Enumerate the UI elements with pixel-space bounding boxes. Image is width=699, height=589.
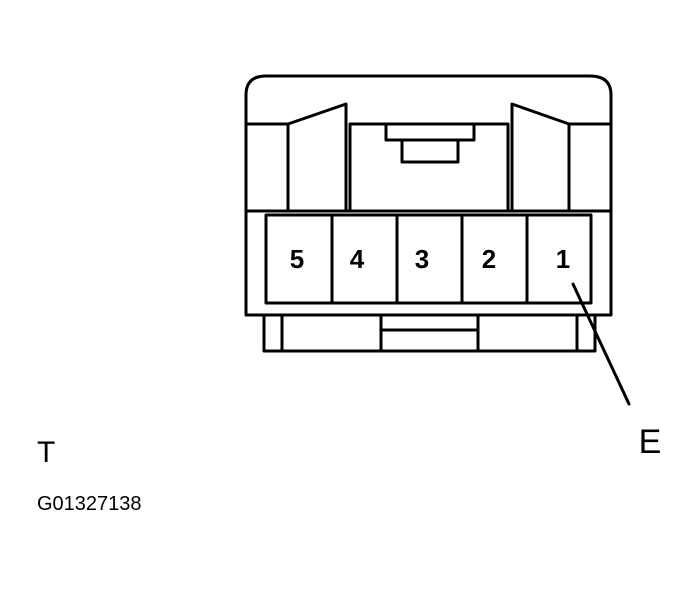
connector-housing	[244, 74, 613, 317]
pin-label-1: 1	[556, 244, 570, 274]
pin-label-5: 5	[290, 244, 304, 274]
pin-label-3: 3	[415, 244, 429, 274]
callout-leader	[571, 282, 631, 406]
bottom-rail	[262, 313, 597, 353]
pin-labels: 5 4 3 2 1	[290, 244, 570, 274]
pin-label-4: 4	[350, 244, 365, 274]
lock-tab	[384, 122, 476, 164]
callout-label: E	[639, 423, 662, 461]
pin-label-2: 2	[482, 244, 496, 274]
figure-id: G01327138	[37, 493, 142, 515]
lock-bracket	[348, 122, 510, 213]
terminal-window	[264, 213, 593, 305]
left-shoulder	[244, 102, 348, 213]
right-shoulder	[510, 102, 613, 213]
view-label: T	[37, 436, 56, 469]
